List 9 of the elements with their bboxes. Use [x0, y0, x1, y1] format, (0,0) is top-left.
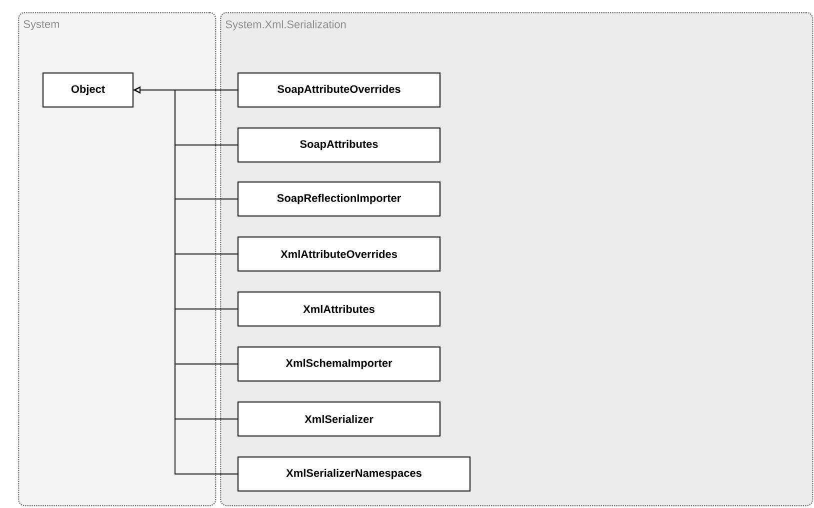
class-box: SoapAttributes [238, 128, 440, 162]
class-box: XmlSchemaImporter [238, 346, 440, 382]
class-box: XmlSerializerNamespaces [238, 456, 470, 492]
class-box: SoapAttributeOverrides [238, 72, 440, 108]
class-box: Object [42, 72, 134, 108]
class-box: XmlSerializer [238, 402, 440, 436]
class-box: SoapReflectionImporter [238, 182, 440, 216]
class-box: XmlAttributes [238, 292, 440, 326]
class-box: XmlAttributeOverrides [238, 236, 440, 272]
